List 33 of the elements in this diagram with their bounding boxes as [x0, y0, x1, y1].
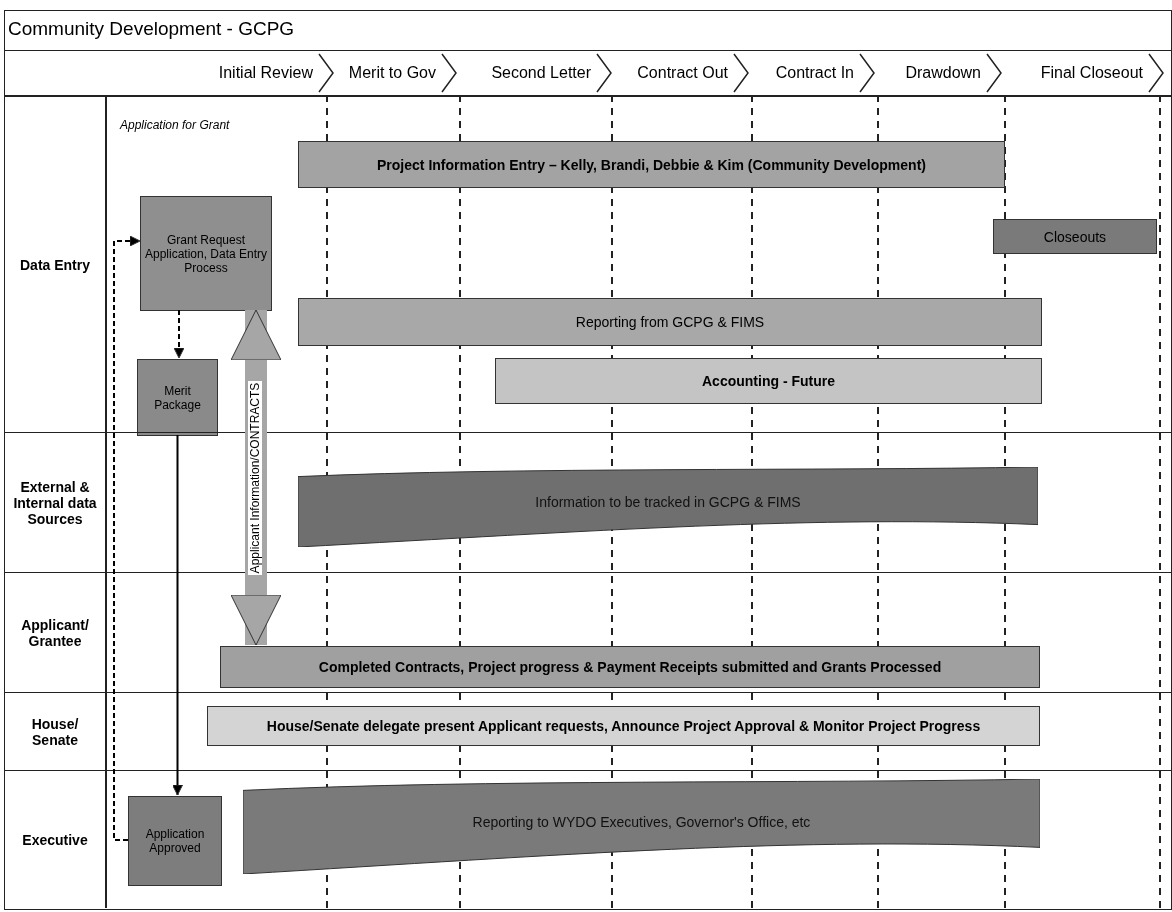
phase-header: Contract In: [754, 52, 878, 94]
wavy-band: Information to be tracked in GCPG & FIMS: [298, 467, 1038, 547]
task-bar: Reporting from GCPG & FIMS: [298, 298, 1042, 346]
process-box: Grant Request Application, Data Entry Process: [140, 196, 272, 311]
lane-label: External & Internal data Sources: [12, 478, 98, 529]
arrow: [172, 434, 183, 796]
phase-header: Second Letter: [462, 52, 615, 94]
arrow: [113, 235, 141, 841]
task-bar: House/Senate delegate present Applicant requests, Announce Project Approval & Monitor Project Progress: [207, 706, 1040, 746]
swimlane: [4, 572, 1172, 692]
lane-label: Data Entry: [19, 256, 91, 275]
arrow: [173, 309, 185, 359]
lane-label: Executive: [21, 831, 89, 850]
edge-label: Applicant Information/CONTRACTS: [248, 379, 263, 577]
swimlane: [4, 770, 1172, 908]
phase-header: Initial Review: [105, 52, 337, 94]
lane-label: House/ Senate: [30, 715, 80, 750]
process-box: Merit Package: [137, 359, 218, 436]
phase-header: Drawdown: [880, 52, 1005, 94]
swimlane: [4, 692, 1172, 770]
task-bar: Completed Contracts, Project progress & Payment Receipts submitted and Grants Processed: [220, 646, 1040, 688]
process-box: Application Approved: [128, 796, 222, 886]
wavy-band: Reporting to WYDO Executives, Governor's Office, etc: [243, 779, 1040, 874]
note-label: Application for Grant: [120, 118, 230, 132]
phase-header: Final Closeout: [1007, 52, 1167, 94]
task-bar: Closeouts: [993, 219, 1157, 254]
diagram-title: Community Development - GCPG: [8, 18, 295, 40]
phase-header: Merit to Gov: [337, 52, 460, 94]
phase-header: Contract Out: [617, 52, 752, 94]
task-bar: Project Information Entry – Kelly, Brandi, Debbie & Kim (Community Development): [298, 141, 1005, 188]
lane-label: Applicant/ Grantee: [20, 616, 90, 651]
task-bar: Accounting - Future: [495, 358, 1042, 404]
double-arrow: [230, 309, 282, 646]
